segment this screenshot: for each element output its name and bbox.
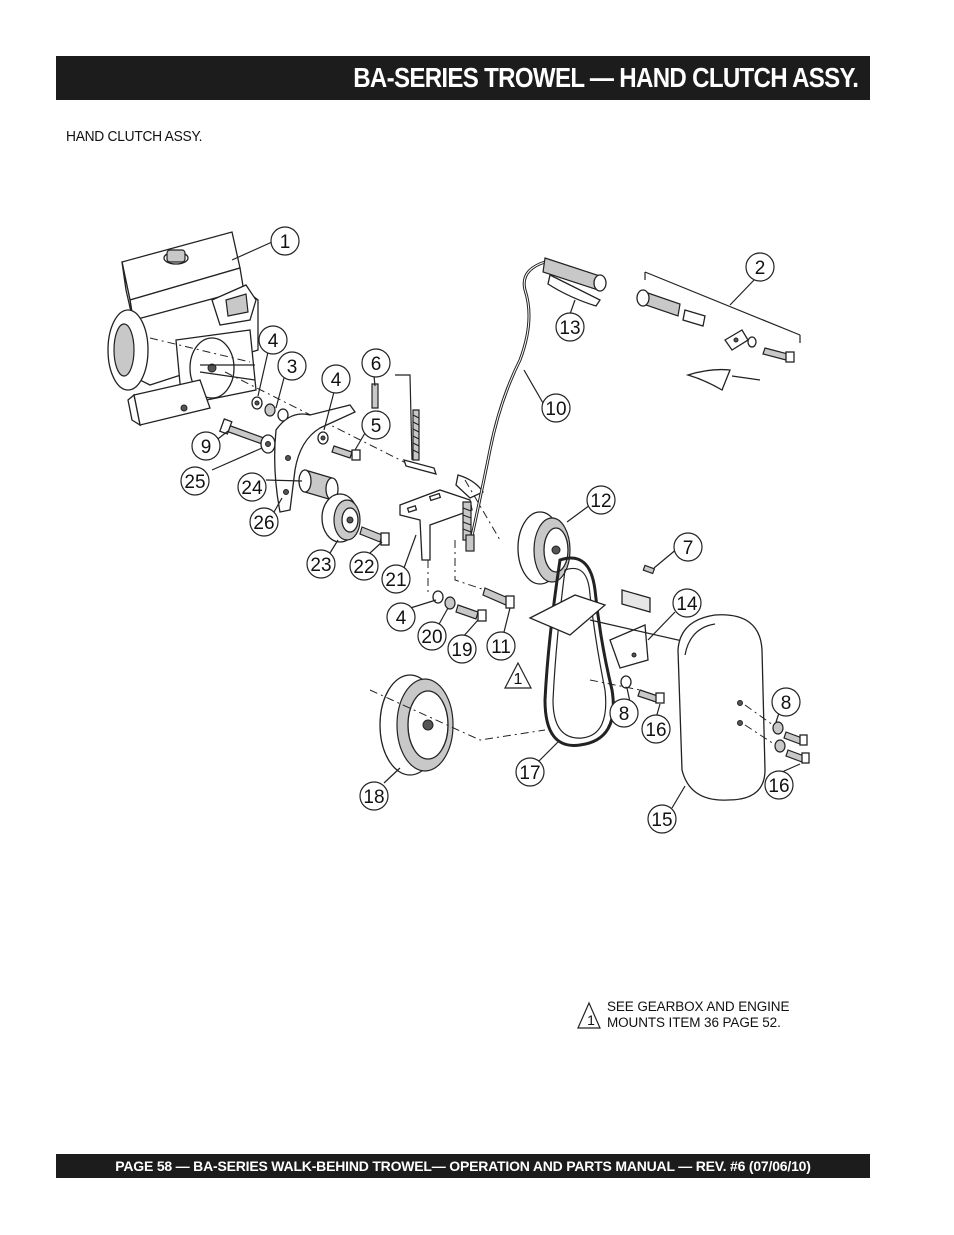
pulley-small-part (321, 493, 390, 546)
callout-24: 24 (237, 472, 267, 502)
spring-rod-part (395, 374, 437, 475)
callout-16: 16 (641, 714, 671, 744)
callout-18: 18 (359, 781, 389, 811)
svg-text:6: 6 (371, 354, 382, 375)
footer-bar: PAGE 58 — BA-SERIES WALK-BEHIND TROWEL— … (56, 1154, 870, 1178)
bolt-part (219, 418, 276, 454)
svg-text:3: 3 (287, 357, 298, 378)
axis-line (149, 337, 251, 363)
svg-text:9: 9 (201, 437, 212, 458)
callout-13: 13 (555, 312, 585, 342)
clutch-bracket-part (399, 474, 501, 561)
svg-text:22: 22 (353, 557, 374, 578)
callout-2: 2 (745, 252, 775, 282)
drive-belt-part (543, 556, 615, 747)
callout-12: 12 (586, 485, 616, 515)
svg-text:4: 4 (331, 370, 342, 391)
spacer-part (298, 469, 339, 501)
pulley-part (517, 511, 571, 585)
callout-19: 19 (447, 634, 477, 664)
svg-text:4: 4 (396, 608, 407, 629)
callout-20: 20 (417, 621, 447, 651)
bolt-part (454, 540, 515, 609)
svg-text:13: 13 (559, 318, 580, 339)
callout-7: 7 (673, 532, 703, 562)
callout-1: 1 (270, 226, 300, 256)
callout-22: 22 (349, 551, 379, 581)
svg-text:26: 26 (253, 513, 274, 534)
large-pulley-part (369, 674, 546, 776)
svg-text:15: 15 (651, 810, 672, 831)
svg-text:17: 17 (519, 763, 540, 784)
callout-14: 14 (672, 588, 702, 618)
callout-6: 6 (361, 348, 391, 378)
svg-text:16: 16 (645, 720, 666, 741)
callout-23: 23 (306, 549, 336, 579)
callout-4: 4 (386, 602, 416, 632)
callout-8: 8 (609, 698, 639, 728)
svg-text:16: 16 (768, 776, 789, 797)
footnote-line-2: MOUNTS ITEM 36 PAGE 52. (607, 1015, 781, 1030)
svg-text:14: 14 (676, 594, 698, 615)
svg-text:8: 8 (619, 704, 630, 725)
svg-text:12: 12 (590, 491, 611, 512)
footer-text: PAGE 58 — BA-SERIES WALK-BEHIND TROWEL— … (115, 1158, 811, 1174)
washer-part (251, 396, 289, 422)
callout-4: 4 (258, 325, 288, 355)
key-part (621, 564, 656, 613)
svg-text:7: 7 (683, 538, 694, 559)
svg-text:18: 18 (363, 787, 384, 808)
mounting-plate-part (274, 404, 356, 513)
belt-guard-bracket-part (528, 594, 701, 704)
svg-text:10: 10 (545, 399, 566, 420)
warning-triangle-icon: 1 (504, 661, 532, 689)
callout-10: 10 (541, 393, 571, 423)
footnote: SEE GEARBOX AND ENGINE MOUNTS ITEM 36 PA… (607, 999, 789, 1031)
svg-text:21: 21 (385, 570, 406, 591)
page-title: BA-SERIES TROWEL — HAND CLUTCH ASSY. (352, 62, 859, 93)
note-warning-icon: 1 (577, 1001, 601, 1029)
svg-text:20: 20 (421, 627, 442, 648)
callout-4: 4 (321, 364, 351, 394)
callout-5: 5 (361, 410, 391, 440)
pin-part (317, 383, 379, 461)
callout-25: 25 (180, 466, 210, 496)
clutch-cable-part (465, 260, 546, 552)
svg-text:25: 25 (184, 472, 205, 493)
svg-text:19: 19 (451, 640, 472, 661)
warning-marker-label: 1 (514, 671, 523, 688)
callout-9: 9 (191, 431, 221, 461)
svg-text:2: 2 (755, 258, 766, 279)
engine-part (107, 231, 259, 427)
callout-16: 16 (764, 770, 794, 800)
footnote-line-1: SEE GEARBOX AND ENGINE (607, 999, 790, 1014)
leader-lines (211, 241, 801, 809)
washer-part (427, 560, 487, 622)
note-icon-label: 1 (587, 1012, 595, 1028)
clutch-lever-part (542, 257, 801, 391)
belt-guard-cover-part (677, 614, 810, 801)
section-label: HAND CLUTCH ASSY. (66, 128, 203, 145)
svg-text:23: 23 (310, 555, 331, 576)
svg-text:8: 8 (781, 693, 792, 714)
header-bar: BA-SERIES TROWEL — HAND CLUTCH ASSY. (56, 56, 870, 100)
callout-3: 3 (277, 351, 307, 381)
svg-text:5: 5 (371, 416, 382, 437)
callout-8: 8 (771, 687, 801, 717)
svg-text:11: 11 (491, 637, 511, 658)
svg-text:1: 1 (280, 232, 291, 253)
callout-11: 11 (486, 631, 516, 661)
svg-text:4: 4 (268, 331, 279, 352)
callout-15: 15 (647, 804, 677, 834)
callout-17: 17 (515, 757, 545, 787)
callout-21: 21 (381, 564, 411, 594)
callout-26: 26 (249, 507, 279, 537)
svg-text:24: 24 (241, 478, 263, 499)
